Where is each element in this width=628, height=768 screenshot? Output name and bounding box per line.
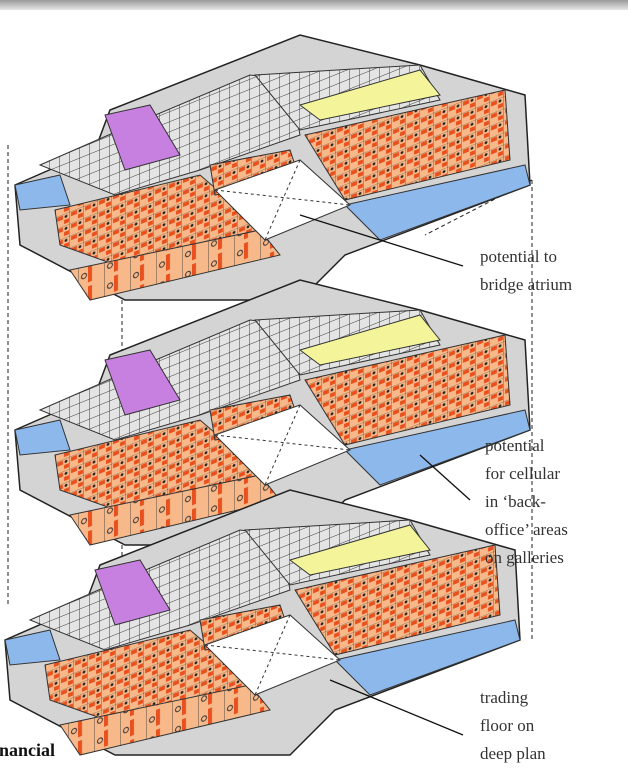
annotation-bridge-atrium: potential to bridge atrium bbox=[480, 247, 573, 294]
annotation-cellular-offices: potential for cellular in ‘back- office’… bbox=[485, 436, 568, 567]
floor-plate-upper bbox=[14, 34, 531, 301]
caption-fragment: financial bbox=[0, 740, 56, 760]
annotation-trading-floor: trading floor on deep plan bbox=[480, 688, 546, 763]
leader-lines bbox=[299, 214, 471, 736]
window-top-bar bbox=[0, 0, 628, 10]
